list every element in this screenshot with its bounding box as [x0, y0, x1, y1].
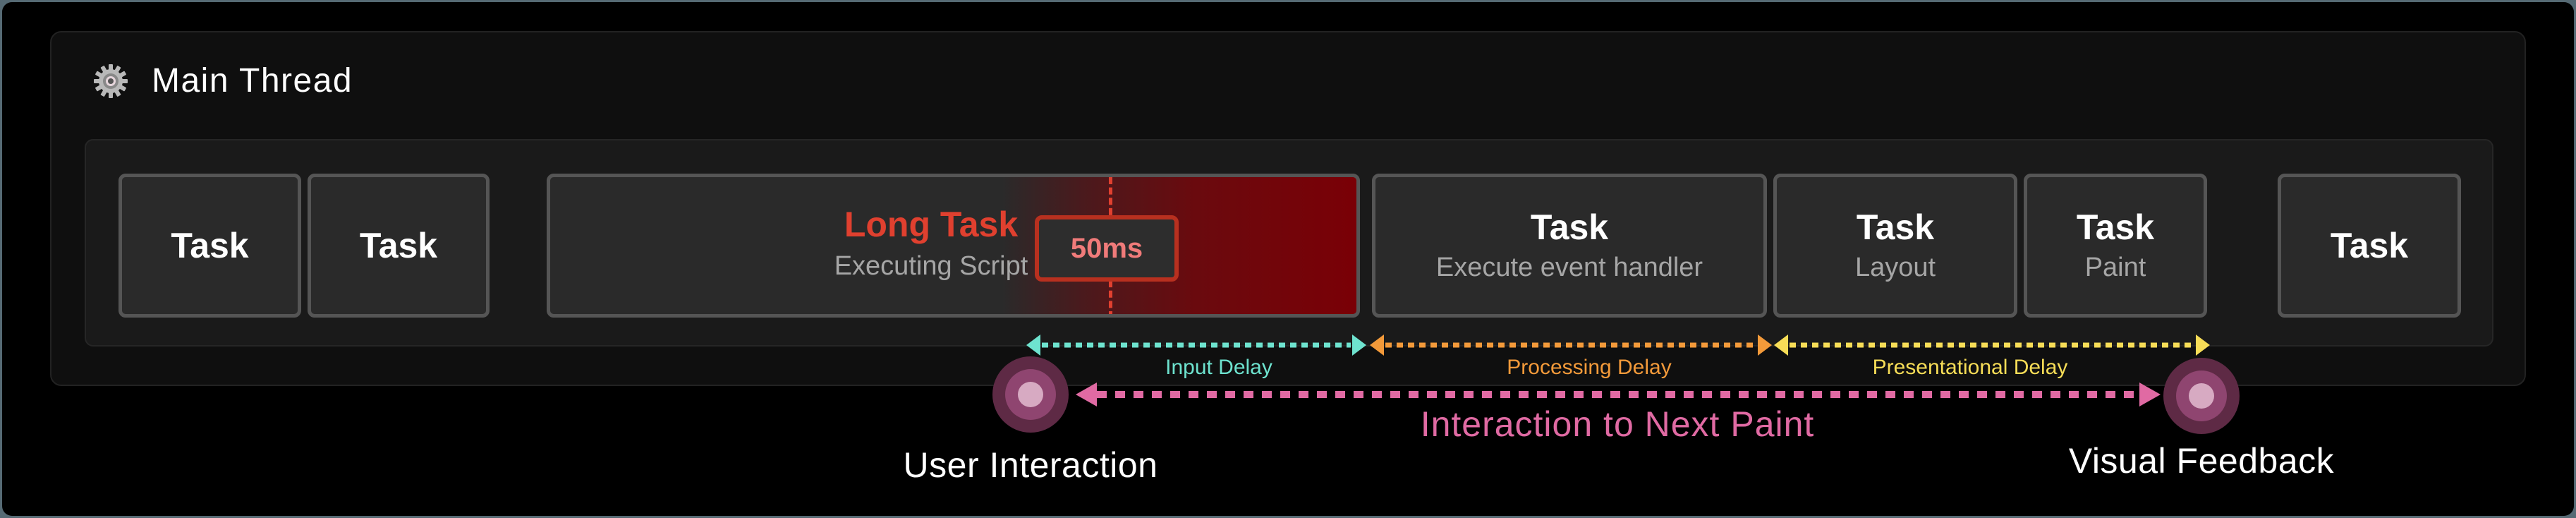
- task-block: Task Paint: [2024, 174, 2207, 318]
- user-interaction-label: User Interaction: [903, 445, 1158, 485]
- task-block: Task Execute event handler: [1372, 174, 1767, 318]
- task-block: Task: [119, 174, 301, 318]
- input-delay-arrow: [1026, 335, 1366, 356]
- threshold-badge: 50ms: [1035, 215, 1179, 282]
- inp-arrow: [1076, 383, 2161, 406]
- task-subtitle: Paint: [2084, 253, 2146, 282]
- presentational-delay-arrow: [1774, 335, 2210, 356]
- input-delay-label: Input Delay: [1165, 356, 1272, 379]
- user-interaction-marker: [992, 356, 1069, 433]
- long-task-title: Long Task: [844, 205, 1019, 244]
- presentational-delay-label: Presentational Delay: [1872, 356, 2068, 379]
- task-block: Task: [2278, 174, 2461, 318]
- task-title: Task: [359, 226, 438, 265]
- task-subtitle: Layout: [1854, 253, 1936, 282]
- gear-icon: [94, 64, 128, 98]
- task-title: Task: [2076, 207, 2155, 247]
- panel-title: Main Thread: [152, 62, 353, 100]
- task-block: Task Layout: [1773, 174, 2017, 318]
- task-title: Task: [1856, 207, 1935, 247]
- task-title: Task: [2330, 226, 2409, 265]
- processing-delay-arrow: [1370, 335, 1772, 356]
- task-title: Task: [171, 226, 249, 265]
- visual-feedback-marker: [2163, 358, 2240, 434]
- task-title: Task: [1530, 207, 1609, 247]
- long-task-block: Long Task Executing Script 50ms: [547, 174, 1360, 318]
- task-block: Task: [308, 174, 490, 318]
- visual-feedback-label: Visual Feedback: [2068, 441, 2335, 481]
- task-subtitle: Execute event handler: [1435, 253, 1703, 282]
- long-task-content: Long Task Executing Script: [762, 204, 1100, 283]
- long-task-subtitle: Executing Script: [834, 251, 1028, 281]
- inp-label: Interaction to Next Paint: [1420, 404, 1815, 444]
- processing-delay-label: Processing Delay: [1507, 356, 1672, 379]
